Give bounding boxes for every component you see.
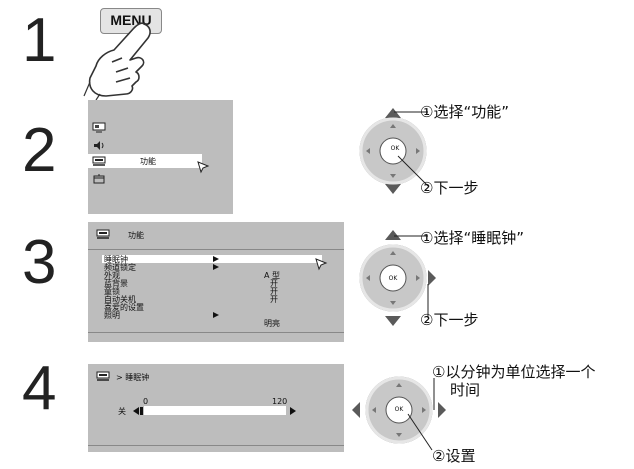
step4-callout-set: ②设置: [432, 447, 476, 465]
step2-callout-next: ②下一步: [420, 179, 479, 197]
menu-item-favorites[interactable]: 喜爱的设置: [104, 303, 144, 312]
left-arrow-icon: [352, 402, 360, 418]
step4-callout-select-line2: 时间: [450, 381, 481, 399]
step2-leader-lines: [394, 111, 429, 187]
cursor-arrow-icon: [315, 258, 328, 271]
step3-leader-lines: [394, 235, 429, 318]
step4-min-value: 0: [143, 397, 149, 406]
value-blue-background: 开: [270, 279, 278, 288]
menu-item-auto-off[interactable]: 自动关机: [104, 295, 136, 304]
step-number-4: 4: [22, 354, 57, 423]
step3-bottom-divider: [88, 332, 344, 333]
step2-selected-label: 功能: [140, 157, 156, 166]
value-lighting: 明亮: [264, 319, 280, 328]
menu-item-sleep-timer[interactable]: 睡眠钟: [104, 255, 128, 264]
menu-item-child-lock[interactable]: 童锁: [104, 287, 120, 296]
down-arrow-icon: [385, 184, 401, 194]
value-child-lock: 开: [270, 287, 278, 296]
step3-menu-panel: [88, 222, 344, 342]
step2-callout-select: ①选择“功能”: [420, 103, 509, 121]
step3-callout-next: ②下一步: [420, 311, 479, 329]
menu-item-appearance[interactable]: 外观: [104, 271, 120, 280]
slider-left-arrow-icon[interactable]: [132, 405, 144, 417]
step4-leader-lines: [407, 378, 435, 451]
right-arrow-icon: [438, 402, 446, 418]
step4-callout-select-line1: ①以分钟为单位选择一个: [432, 363, 596, 381]
step2-selected-row[interactable]: [88, 154, 202, 168]
menu-key[interactable]: MENU: [100, 8, 162, 34]
feature-icon: [92, 156, 106, 166]
step-number-1: 1: [22, 6, 57, 75]
feature-icon: [96, 371, 110, 381]
step4-max-value: 120: [272, 397, 288, 406]
sleep-timer-slider[interactable]: [144, 406, 286, 415]
value-appearance: A 型: [264, 271, 281, 280]
step3-ok-label: OK: [388, 275, 398, 282]
up-arrow-icon: [385, 108, 401, 118]
submenu-arrow-icon: [213, 312, 219, 318]
menu-item-channel-lock[interactable]: 频道锁定: [104, 263, 136, 272]
step4-ok-label: OK: [394, 406, 404, 413]
submenu-arrow-icon: [213, 256, 219, 262]
slider-right-arrow-icon[interactable]: [288, 405, 298, 417]
step-number-2: 2: [22, 116, 57, 185]
down-arrow-icon: [385, 316, 401, 326]
picture-icon: [92, 122, 106, 133]
step3-header: 功能: [128, 231, 144, 240]
step2-ok-label: OK: [390, 145, 400, 152]
step3-remote-pad: [359, 230, 436, 326]
menu-item-lighting[interactable]: 照明: [104, 311, 120, 320]
step3-callout-select: ①选择“睡眠钟”: [420, 229, 524, 247]
step4-header: > 睡眠钟: [116, 373, 150, 382]
sound-icon: [94, 141, 104, 150]
step4-remote-pad: [352, 376, 446, 444]
pressing-hand-icon: [83, 22, 151, 100]
right-arrow-icon: [428, 270, 436, 286]
step4-off-label: 关: [118, 407, 126, 416]
step3-selected-row[interactable]: [102, 255, 322, 263]
submenu-arrow-icon: [213, 264, 219, 270]
cursor-arrow-icon: [197, 161, 210, 174]
value-auto-off: 开: [270, 295, 278, 304]
menu-item-blue-background[interactable]: 蓝背景: [104, 279, 128, 288]
step4-bottom-divider: [88, 445, 344, 446]
step3-divider: [88, 249, 344, 250]
step-number-3: 3: [22, 228, 57, 297]
feature-icon: [96, 229, 110, 239]
install-icon: [93, 174, 105, 184]
up-arrow-icon: [385, 230, 401, 240]
